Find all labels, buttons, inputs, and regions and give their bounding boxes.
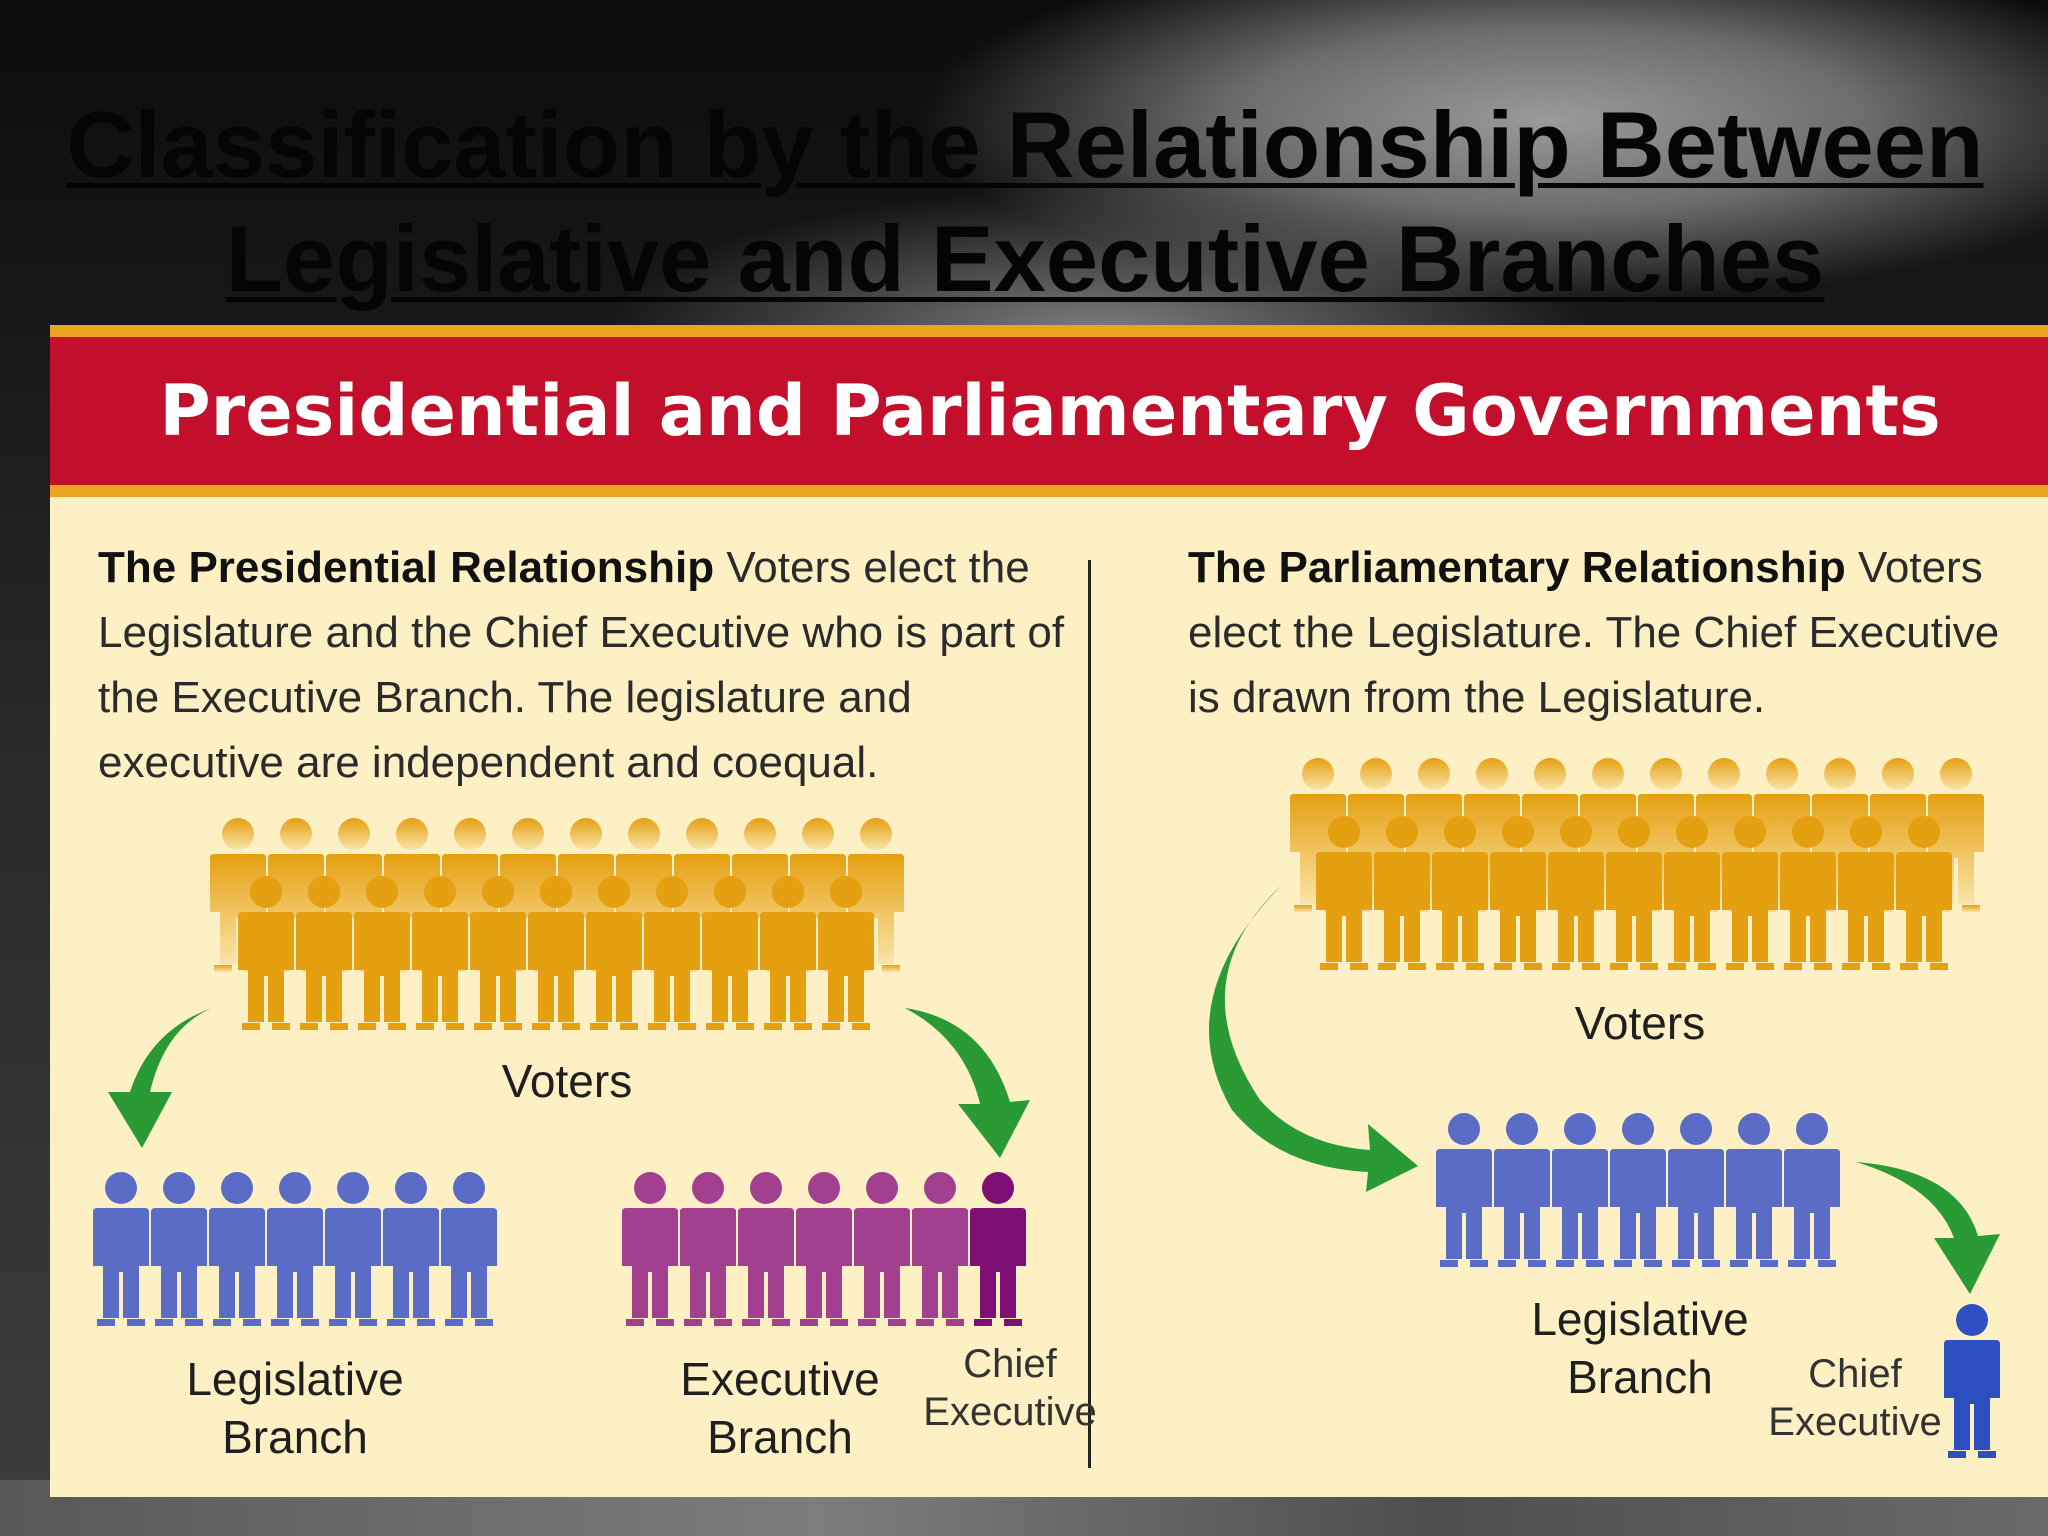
parliamentary-description: The Parliamentary Relationship Voters el…	[1188, 535, 2008, 730]
arrow-to-legislative-icon	[108, 1008, 212, 1148]
legislator-icon	[1552, 1113, 1608, 1267]
label-line: Legislative	[1531, 1293, 1749, 1345]
slide-title-line-2: Legislative and Executive Branches	[225, 206, 1825, 311]
executive-icon	[622, 1172, 678, 1326]
executive-icon	[912, 1172, 968, 1326]
label-line: Executive	[1768, 1400, 1942, 1444]
column-divider	[1088, 560, 1091, 1468]
legislator-icon	[1494, 1113, 1550, 1267]
presidential-executive-label: Executive Branch	[660, 1350, 900, 1466]
legislator-icon	[1784, 1113, 1840, 1267]
presidential-chief-executive-label: Chief Executive	[920, 1340, 1100, 1436]
legislator-icon	[151, 1172, 207, 1326]
parliamentary-voters-label: Voters	[1574, 997, 1706, 1049]
chief-executive-icon	[1944, 1304, 2000, 1458]
presidential-heading: The Presidential Relationship	[98, 543, 715, 592]
presidential-text: Voters elect the Legislature and the Chi…	[98, 543, 1065, 787]
legislator-icon	[441, 1172, 497, 1326]
banner-title: Presidential and Parliamentary Governmen…	[159, 370, 1941, 452]
executive-icon	[854, 1172, 910, 1326]
presidential-legislative-label: Legislative Branch	[160, 1350, 430, 1466]
legislator-icon	[1610, 1113, 1666, 1267]
chief-executive-icon	[970, 1172, 1026, 1326]
label-line: Executive	[923, 1390, 1097, 1434]
legislator-icon	[383, 1172, 439, 1326]
legislator-icon	[325, 1172, 381, 1326]
parliamentary-arrows	[1208, 885, 2000, 1294]
parliamentary-text: Voters elect the Legislature. The Chief …	[1188, 543, 2000, 722]
arrow-legislative-to-chief-icon	[1856, 1162, 2000, 1294]
presidential-description: The Presidential Relationship Voters ele…	[98, 535, 1088, 795]
diagram-panel: Presidential and Parliamentary Governmen…	[50, 325, 2048, 1497]
executive-icon	[680, 1172, 736, 1326]
arrow-to-chief-executive-icon	[905, 1008, 1030, 1158]
parliamentary-legislative-group	[1436, 1113, 1840, 1267]
legislator-icon	[209, 1172, 265, 1326]
legislator-icon	[1668, 1113, 1724, 1267]
arrow-voters-to-legislative-icon	[1208, 885, 1418, 1192]
parliamentary-chief-executive-label: Chief Executive	[1765, 1350, 1945, 1446]
legislator-icon	[1436, 1113, 1492, 1267]
label-line: Legislative	[186, 1353, 404, 1405]
legislator-icon	[93, 1172, 149, 1326]
legislator-icon	[1726, 1113, 1782, 1267]
parliamentary-voters-group	[1290, 758, 1984, 970]
slide-title: Classification by the Relationship Betwe…	[30, 88, 2020, 316]
presidential-executive-group	[622, 1172, 968, 1326]
presidential-legislative-group	[93, 1172, 497, 1326]
presidential-voters-label: Voters	[501, 1055, 633, 1107]
label-line: Executive	[680, 1353, 880, 1405]
label-line: Chief	[1808, 1352, 1902, 1396]
label-line: Chief	[963, 1342, 1057, 1386]
presidential-voters-group	[210, 818, 904, 1030]
executive-icon	[796, 1172, 852, 1326]
label-line: Branch	[707, 1411, 853, 1463]
parliamentary-legislative-label: Legislative Branch	[1505, 1290, 1775, 1406]
parliamentary-heading: The Parliamentary Relationship	[1188, 543, 1846, 592]
label-line: Branch	[222, 1411, 368, 1463]
executive-icon	[738, 1172, 794, 1326]
legislator-icon	[267, 1172, 323, 1326]
label-line: Branch	[1567, 1351, 1713, 1403]
slide-title-line-1: Classification by the Relationship Betwe…	[66, 92, 1984, 197]
banner: Presidential and Parliamentary Governmen…	[50, 325, 2048, 497]
presidential-arrows	[108, 1008, 1030, 1158]
